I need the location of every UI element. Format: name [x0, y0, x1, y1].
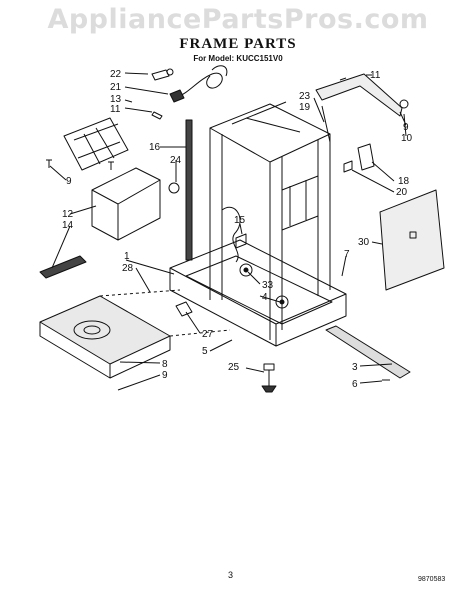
callout-7: 7 [344, 249, 350, 260]
cover-part [91, 167, 161, 241]
watermark-text: AppliancePartsPros.com [47, 4, 429, 35]
fitting-part [175, 301, 193, 317]
callout-4: 4 [262, 292, 268, 303]
screw-part [151, 111, 163, 120]
callout-18: 18 [398, 176, 410, 187]
top-bracket-part [315, 73, 409, 117]
switch-part [343, 143, 375, 173]
rear-panel-part [379, 189, 445, 291]
callout-24: 24 [170, 155, 182, 166]
grommet-part [168, 182, 180, 194]
callout-1: 1 [124, 251, 130, 262]
callout-15: 15 [234, 215, 246, 226]
callout-16: 16 [149, 142, 161, 153]
callout-27: 27 [202, 329, 214, 340]
left-bracket-part [63, 117, 129, 171]
gasket-part [185, 119, 193, 261]
terminal-part [151, 68, 174, 81]
callout-6: 6 [352, 379, 358, 390]
callout-5: 5 [202, 346, 208, 357]
base-pan-part [39, 289, 231, 379]
screw-part [108, 161, 114, 170]
toe-strip-part [325, 325, 411, 381]
screw-part [46, 159, 52, 168]
callout-23: 23 [299, 91, 311, 102]
leveling-leg-part [261, 363, 277, 393]
callout-11: 11 [370, 70, 381, 81]
model-subtitle: For Model: KUCC151V0 [193, 54, 283, 63]
callout-28: 28 [122, 263, 134, 274]
callout-25: 25 [228, 362, 240, 373]
callout-11: 11 [110, 104, 121, 115]
cabinet-frame [169, 101, 347, 347]
callout-3: 3 [352, 362, 358, 373]
callout-10: 10 [401, 133, 413, 144]
callout-33: 33 [262, 280, 274, 291]
callout-21: 21 [110, 82, 122, 93]
callout-22: 22 [110, 69, 122, 80]
callout-9: 9 [403, 122, 409, 133]
document-number: 9870583 [418, 576, 446, 583]
callout-9: 9 [66, 176, 72, 187]
callout-20: 20 [396, 187, 408, 198]
callouts: 22 21 13 11 11 23 19 9 10 16 24 18 20 9 … [62, 69, 413, 390]
diagram-title: FRAME PARTS [179, 36, 297, 52]
callout-14: 14 [62, 220, 74, 231]
callout-13: 13 [110, 94, 122, 105]
callout-30: 30 [358, 237, 370, 248]
power-cord-part [169, 65, 228, 103]
page-number: 3 [228, 570, 234, 580]
callout-8: 8 [162, 359, 168, 370]
callout-19: 19 [299, 102, 311, 113]
callout-12: 12 [62, 209, 74, 220]
callout-9: 9 [162, 370, 168, 381]
strip-part [39, 255, 87, 279]
